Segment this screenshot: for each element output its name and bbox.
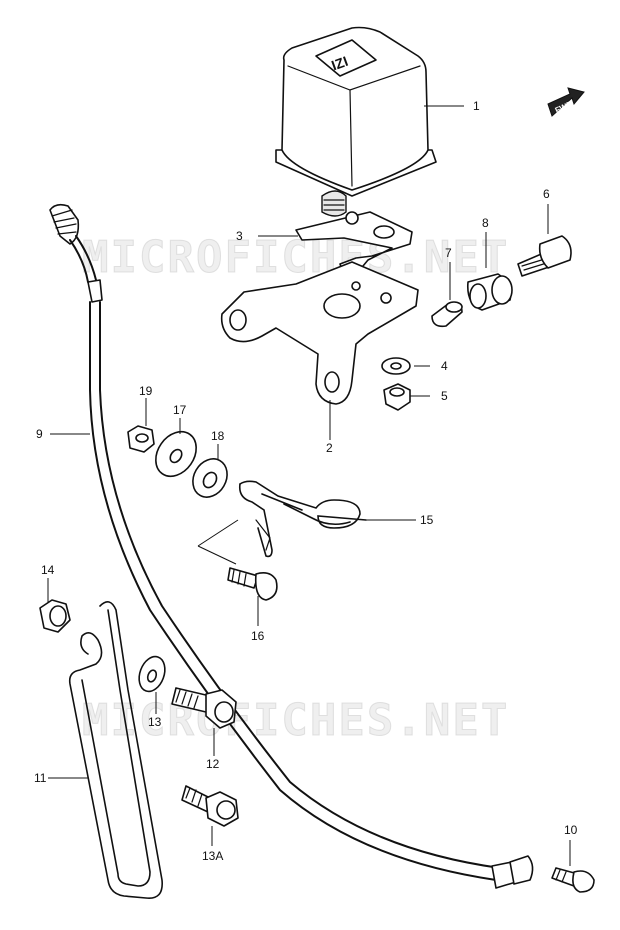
part-13-washer bbox=[138, 655, 166, 693]
part-1-relay-cover: IZI bbox=[275, 26, 437, 217]
part-13a-bolt bbox=[181, 785, 239, 827]
part-15-clip bbox=[238, 480, 367, 558]
callout-1: 1 bbox=[473, 99, 480, 113]
callout-4: 4 bbox=[441, 359, 448, 373]
callout-17: 17 bbox=[173, 403, 187, 417]
part-8-grommet bbox=[466, 273, 513, 311]
callout-10: 10 bbox=[564, 823, 578, 837]
callout-15: 15 bbox=[420, 513, 434, 527]
callout-5: 5 bbox=[441, 389, 448, 403]
part-7-collar bbox=[431, 301, 463, 328]
part-16-screw bbox=[227, 567, 278, 601]
watermark-top: MICROFICHES.NET bbox=[82, 232, 509, 283]
leader-lines bbox=[47, 105, 571, 866]
part-5-nut bbox=[383, 383, 411, 411]
callout-13: 13 bbox=[148, 715, 162, 729]
part-18-grommet bbox=[192, 458, 228, 498]
callout-13a: 13A bbox=[202, 849, 223, 863]
callout-9: 9 bbox=[36, 427, 43, 441]
callout-19: 19 bbox=[139, 384, 153, 398]
part-12-bolt bbox=[171, 687, 237, 729]
part-2-bracket bbox=[220, 261, 419, 405]
callout-7: 7 bbox=[445, 246, 452, 260]
callout-11: 11 bbox=[34, 771, 47, 785]
part-19-nut bbox=[127, 425, 155, 453]
svg-text:IZI: IZI bbox=[329, 53, 350, 74]
callout-2: 2 bbox=[326, 441, 333, 455]
callout-16: 16 bbox=[251, 629, 265, 643]
part-11-clamp bbox=[68, 601, 163, 899]
part-14-cap bbox=[39, 599, 71, 633]
callout-12: 12 bbox=[206, 757, 220, 771]
part-6-bolt bbox=[517, 235, 572, 277]
fwd-arrow-icon: FWD bbox=[547, 87, 585, 117]
part-17-washer bbox=[155, 430, 197, 478]
watermark-bottom: MICROFICHES.NET bbox=[82, 695, 509, 746]
part-4-washer bbox=[381, 357, 411, 375]
callout-18: 18 bbox=[211, 429, 225, 443]
callout-14: 14 bbox=[41, 563, 55, 577]
callout-3: 3 bbox=[236, 229, 243, 243]
part-10-screw bbox=[551, 867, 595, 893]
callout-8: 8 bbox=[482, 216, 489, 230]
callout-6: 6 bbox=[543, 187, 550, 201]
